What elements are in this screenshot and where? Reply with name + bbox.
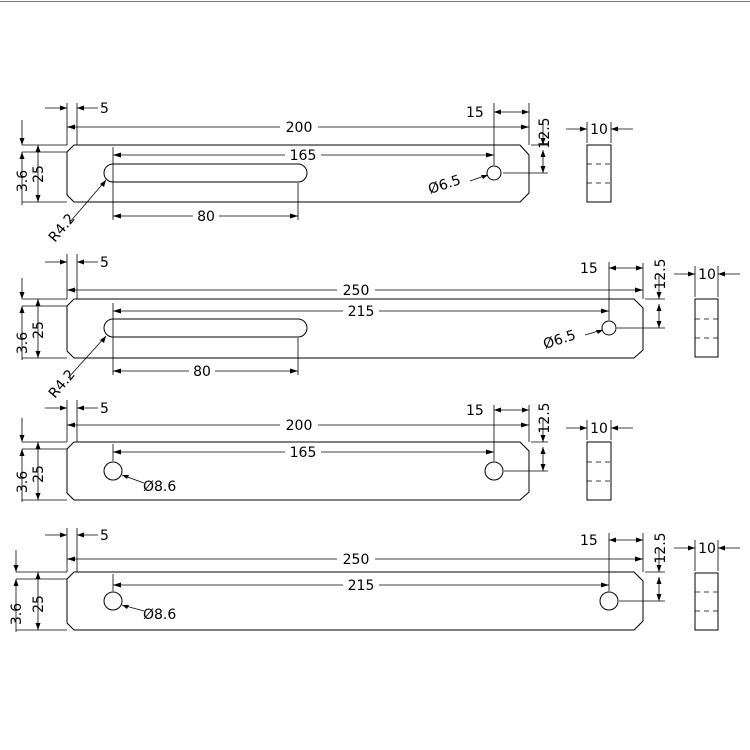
overall-length-label: 250: [343, 552, 370, 568]
slot-length-label: 80: [197, 209, 215, 225]
slot: [103, 318, 308, 338]
side-view: [586, 144, 612, 203]
end-hole-offset-label: 15: [466, 403, 484, 419]
mounting-hole-left: [103, 461, 123, 481]
end-hole-offset-label: 15: [580, 533, 598, 549]
height-label: 25: [31, 595, 47, 613]
edge-height-label: 3.6: [15, 471, 31, 493]
height-label: 25: [31, 465, 47, 483]
edge-offset-label: 5: [100, 255, 109, 271]
edge-offset-label: 5: [100, 401, 109, 417]
hole-centers-label: 215: [348, 304, 375, 320]
mounting-hole-right: [599, 591, 619, 611]
overall-length-label: 250: [343, 283, 370, 299]
overall-length-label: 200: [286, 120, 313, 136]
top-border-line: [0, 1, 750, 2]
slot: [103, 163, 308, 183]
hole-diameter-label: Ø6.5: [426, 172, 463, 198]
thickness-label: 10: [590, 122, 608, 138]
edge-offset-label: 5: [100, 101, 109, 117]
view-1: 5 200 15 165 80 12.5: [15, 101, 633, 246]
mounting-hole-right: [484, 461, 504, 481]
hole-centers-label: 215: [348, 578, 375, 594]
mounting-hole: [601, 320, 617, 336]
hole-centers-label: 165: [290, 445, 317, 461]
slot-radius-label: R4.2: [46, 211, 79, 246]
hole-offset-label: 12.5: [537, 117, 553, 148]
thickness-label: 10: [698, 267, 716, 283]
side-view: [694, 298, 719, 358]
plate-outline: [66, 571, 644, 631]
view-4: 5 250 15 215 12.5 3.6 25 Ø8.6: [9, 528, 740, 632]
hole-diameter-label: Ø8.6: [143, 607, 176, 623]
hole-diameter-label: Ø6.5: [541, 327, 578, 353]
end-hole-offset-label: 15: [580, 261, 598, 277]
hole-diameter-label: Ø8.6: [143, 479, 176, 495]
side-view: [586, 441, 612, 501]
plate-outline: [66, 441, 530, 501]
hole-offset-label: 12.5: [537, 402, 553, 433]
thickness-label: 10: [698, 541, 716, 557]
mounting-hole-left: [103, 591, 123, 611]
side-view: [694, 572, 719, 631]
overall-length-label: 200: [286, 418, 313, 434]
plate-outline: [66, 144, 530, 203]
edge-height-label: 3.6: [15, 170, 31, 192]
end-hole-offset-label: 15: [466, 105, 484, 121]
view-3: 5 200 15 165 12.5 3.6 25 Ø8.6: [15, 400, 633, 502]
mounting-hole: [486, 165, 502, 181]
edge-offset-label: 5: [100, 528, 109, 544]
hole-offset-label: 12.5: [653, 258, 669, 289]
edge-height-label: 3.6: [15, 332, 31, 354]
height-label: 25: [31, 165, 47, 183]
hole-centers-label: 165: [290, 148, 317, 164]
hole-offset-label: 12.5: [653, 532, 669, 563]
thickness-label: 10: [590, 421, 608, 437]
height-label: 25: [31, 321, 47, 339]
view-2: 5 250 15 215 80 12.5 3.6 25: [15, 254, 740, 402]
edge-height-label: 3.6: [9, 603, 25, 625]
slot-length-label: 80: [193, 364, 211, 380]
plate-outline: [66, 298, 644, 359]
